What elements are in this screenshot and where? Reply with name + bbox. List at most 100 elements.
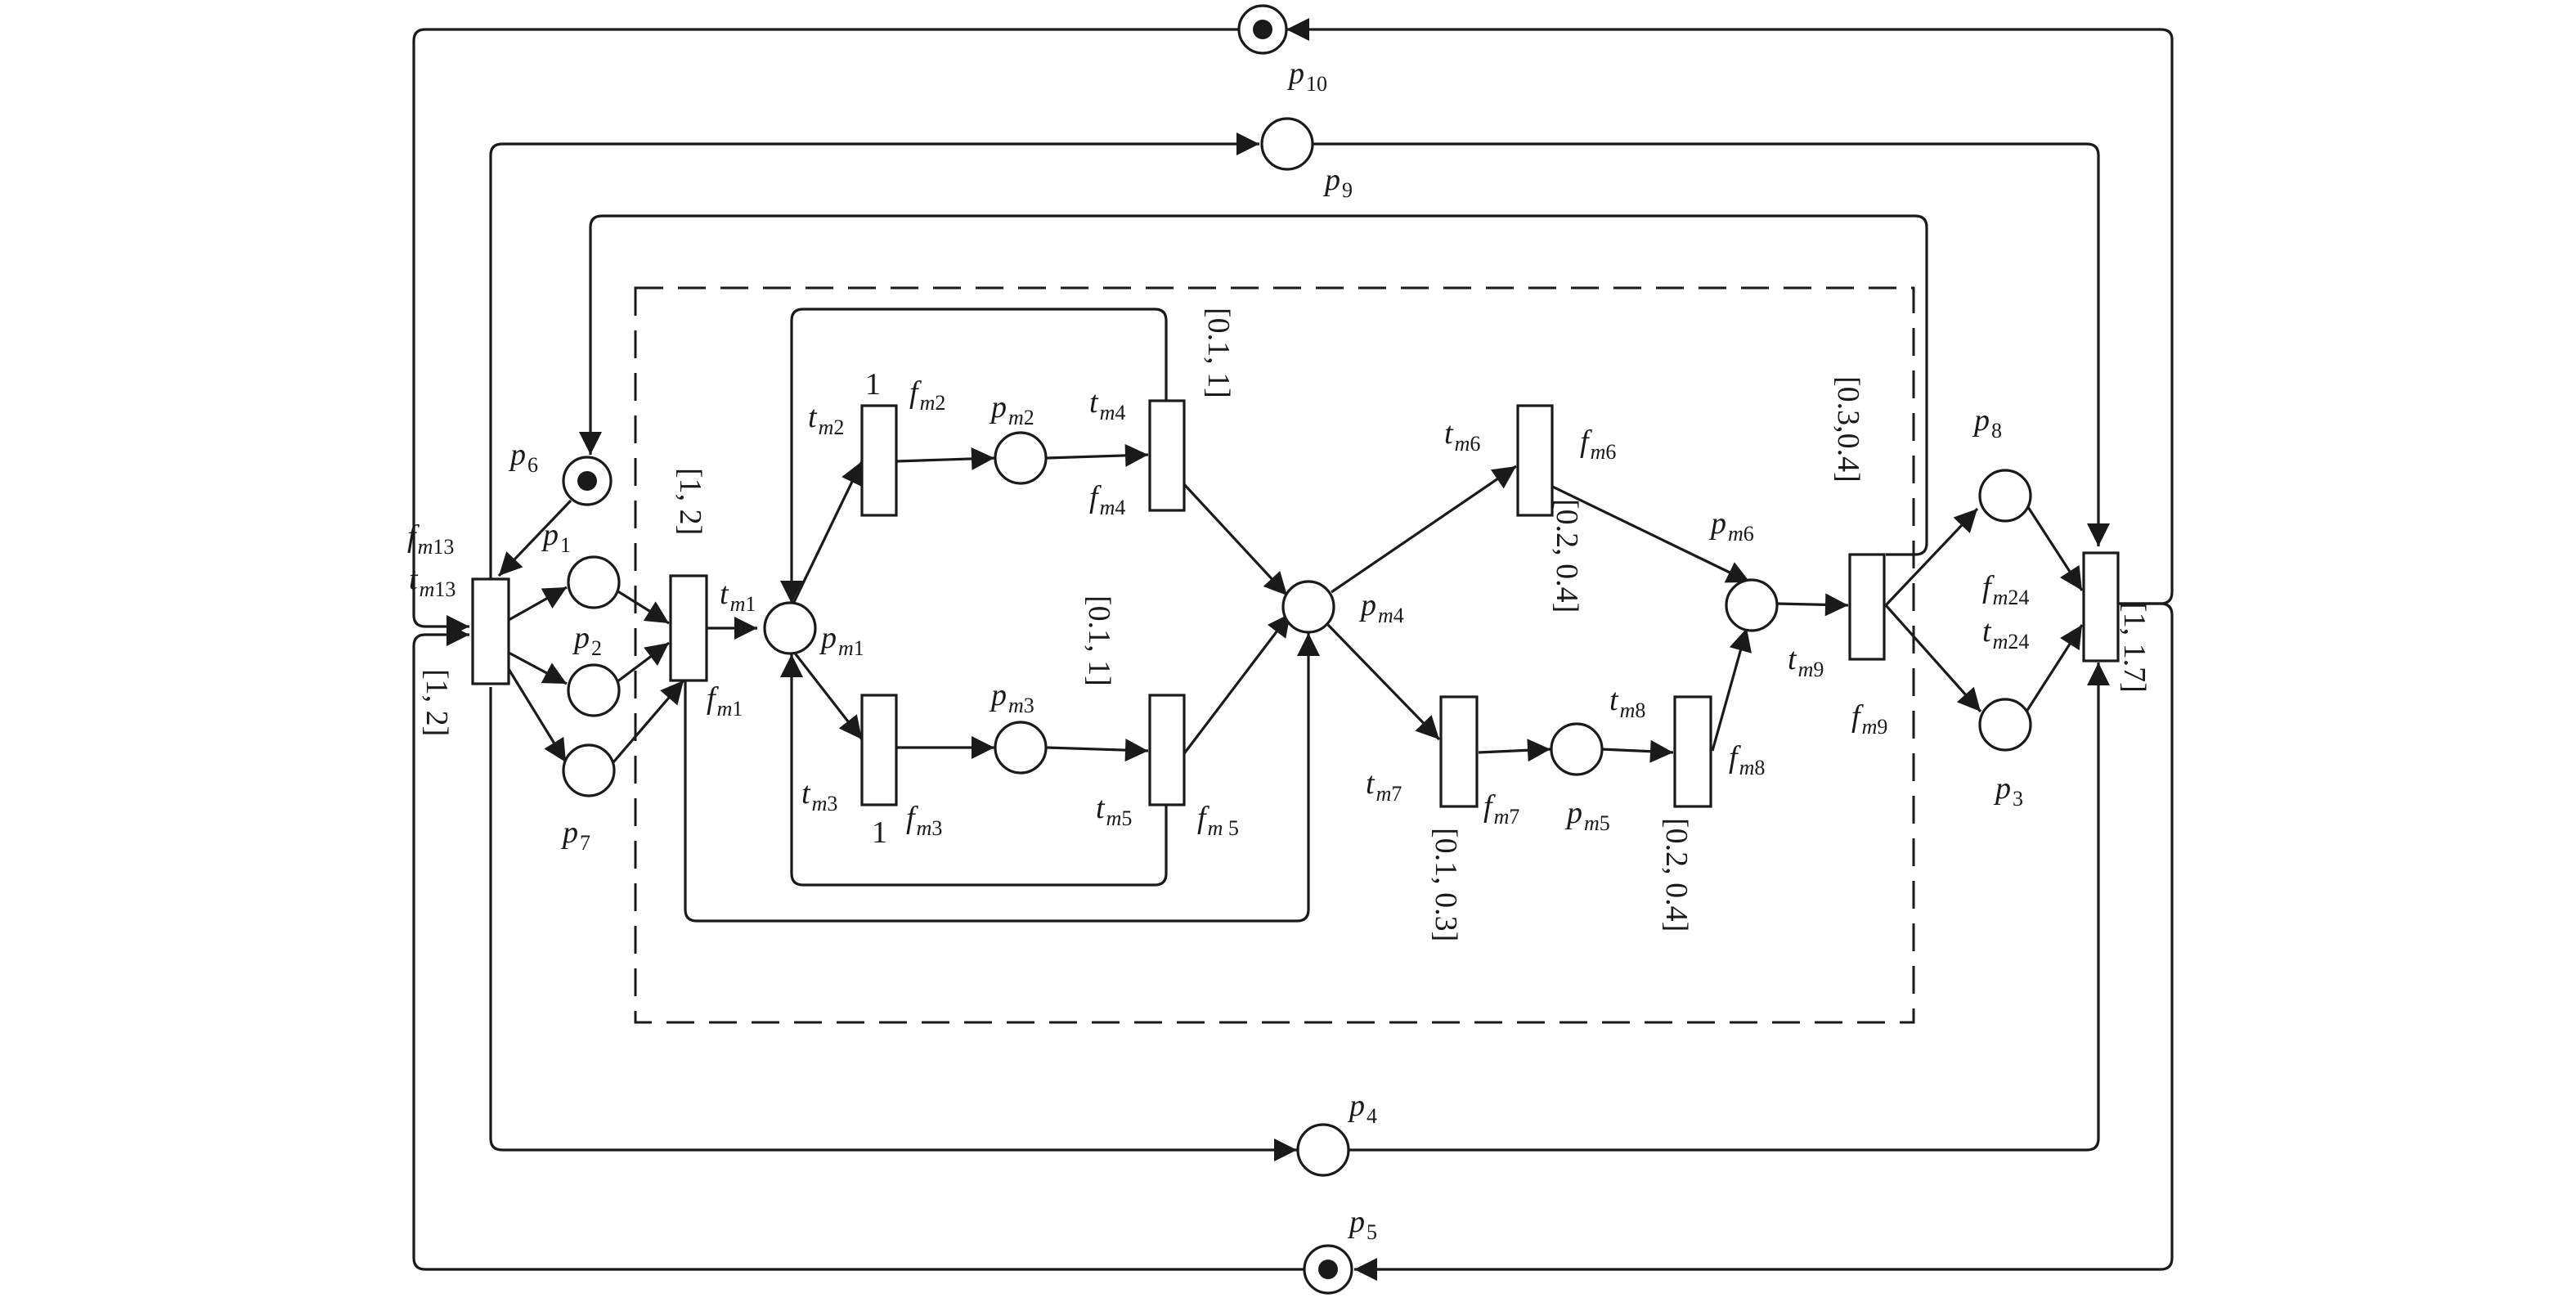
arc-p5-tm13 [412,623,1304,1271]
arc-tm13-p9 [489,132,1259,582]
place-p8 [1978,469,2032,523]
arc-p4-tm24 [1349,662,2110,1152]
labels: p10p9p6p1p2p7pm1pm2pm3pm4pm5pm6p8p3p4p5t… [407,56,2029,1244]
place-p1 [567,555,621,609]
arc-tm4-pm4 [1181,481,1289,597]
place-pm3 [994,721,1048,775]
arc-tm9-p6 [579,214,1928,556]
arc-tm2-pm2 [895,447,995,470]
place-pm1 [763,601,817,655]
place-pm5 [1550,722,1604,776]
label-tm1: tm1 [720,577,756,616]
place-p9 [1260,117,1314,171]
label-tm24: tm24 [1982,614,2029,653]
interval-tm6: [0.2, 0.4] [1550,499,1584,613]
arc-pm1-tm2 [792,460,864,604]
arc-tm5-pm4 [1181,613,1292,757]
label-fm3: fm3 [906,801,942,840]
interval-tm13: [1, 2] [420,669,454,736]
interval-tm8: [0.2, 0.4] [1659,818,1694,932]
arc-tm13-p7 [507,668,568,763]
arc-p1-tm1 [616,589,670,625]
label-fm5: fm 5 [1197,801,1239,840]
arc-tm5-pm1-loop [780,654,1168,887]
label-tm2: tm2 [808,400,844,439]
arc-tm6-pm6 [1537,478,1751,584]
transition-tm8 [1673,695,1712,808]
place-p7 [562,743,616,797]
arc-tm8-pm6 [1711,627,1752,752]
transition-tm7 [1439,695,1479,808]
token-p6 [577,471,597,491]
transition-tm1 [669,574,708,682]
label-tm6: tm6 [1444,416,1480,456]
interval-tm7: [0.1, 0.3] [1429,828,1463,941]
transition-tm9 [1848,553,1886,661]
arc-p10-tm13 [412,28,1239,638]
label-pm4: pm4 [1358,588,1404,627]
arc-tm24-p5 [1354,602,2174,1281]
label-pm6: pm6 [1708,506,1754,546]
arc-pm2-tm4 [1046,443,1149,467]
label-tm5: tm5 [1096,791,1132,830]
arc-tm7-pm5 [1478,739,1551,762]
arc-pm4-tm6 [1331,465,1517,594]
arc-p3-tm24 [2025,624,2084,712]
transition-tm24 [2082,551,2120,662]
arc-tm1-pm4-loop [684,633,1320,923]
label-fm6: fm6 [1580,424,1616,464]
label-fm9: fm9 [1851,699,1887,739]
arc-p8-tm24 [2026,506,2084,591]
label-pm5: pm5 [1564,796,1610,835]
label-p8: p8 [1972,403,2002,442]
place-pm6 [1725,578,1779,632]
arc-tm24-p10 [1286,18,2174,605]
label-pm3: pm3 [989,678,1034,717]
token-p5 [1318,1260,1338,1279]
arc-pm3-tm5 [1046,739,1149,762]
arc-p2-tm1 [616,641,670,684]
place-p3 [1978,698,2032,752]
transition-tm3 [860,694,898,806]
label-tm7: tm7 [1366,766,1402,806]
label-p2: p2 [572,621,602,660]
transition-tm6 [1516,404,1554,517]
label-pm1: pm1 [819,621,864,660]
label-fm13: fm13 [407,519,454,559]
transition-tm2 [860,404,898,517]
arc-tm13-p2 [508,651,568,685]
label-p5: p5 [1347,1205,1377,1244]
label-fm1: fm1 [707,681,743,721]
subnet-boundary [634,286,1915,1024]
transition-tm5 [1148,694,1186,806]
arc-pm6-tm9 [1775,593,1849,617]
place-p4 [1296,1123,1350,1177]
arc-pm5-tm8 [1600,739,1674,763]
arc-tm13-p4 [489,687,1297,1161]
transition-tm13 [471,577,510,685]
label-tm8: tm8 [1609,683,1645,722]
weight-tm3: 1 [872,815,887,850]
interval-tm4: [0.1, 1] [1201,308,1236,398]
label-tm4: tm4 [1089,385,1125,424]
arc-pm1-tm3 [792,650,864,740]
arc-p7-tm1 [612,679,685,764]
arc-p6-tm13 [497,499,572,577]
label-p3: p3 [1993,771,2023,811]
arc-tm4-pm1-loop [780,308,1168,604]
label-fm8: fm8 [1729,740,1765,779]
label-fm24: fm24 [1982,570,2029,609]
label-tm3: tm3 [801,776,837,815]
label-tm9: tm9 [1788,642,1824,681]
label-fm4: fm4 [1089,480,1125,519]
label-pm2: pm2 [989,390,1034,429]
label-p6: p6 [508,438,538,477]
arc-pm4-tm7 [1326,623,1441,741]
interval-tm24: [1, 1.7] [2117,602,2152,693]
place-p2 [567,663,621,717]
arc-p9-tm24 [1313,142,2110,546]
interval-tm9: [0.3,0.4] [1831,376,1865,483]
place-pm2 [994,431,1048,485]
interval-tm5: [0.1, 1] [1082,595,1116,686]
